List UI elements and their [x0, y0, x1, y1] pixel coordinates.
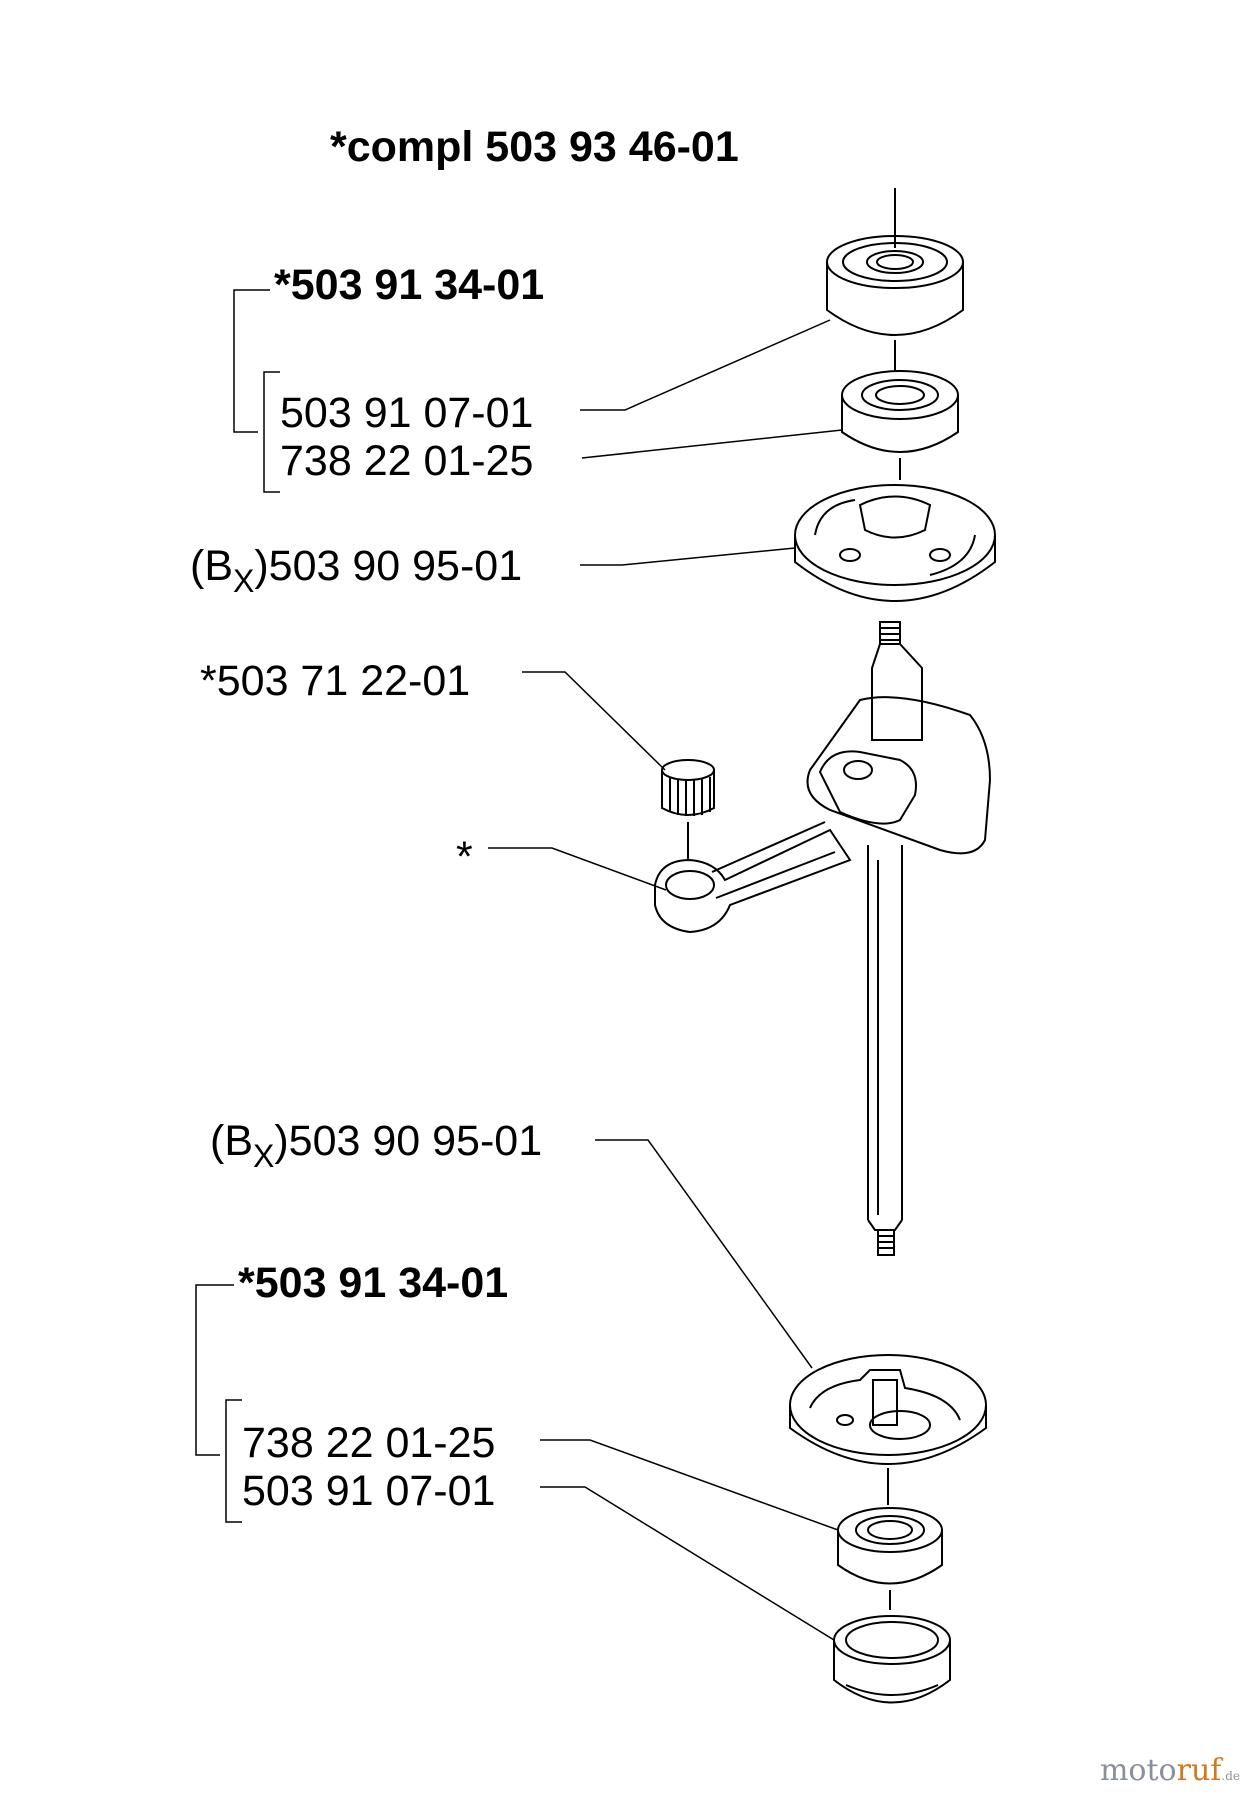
lower-kit-bracket	[195, 1284, 234, 1456]
connecting-rod	[654, 821, 852, 934]
upper-bearing-number: 503 91 07-01	[280, 389, 534, 437]
assembly-title: *compl 503 93 46-01	[330, 123, 739, 171]
watermark-logo: motoruf.de	[1099, 1753, 1240, 1788]
upper-kit-bracket	[233, 289, 270, 433]
needle-bearing	[661, 759, 715, 816]
upper-outer-bearing	[826, 235, 964, 336]
lower-items-bracket	[225, 1399, 242, 1523]
lower-inner-bearing	[837, 1507, 943, 1585]
upper-inner-bearing	[841, 370, 959, 453]
upper-crank-cover	[794, 484, 996, 602]
needle-bearing-number: *503 71 22-01	[200, 657, 471, 705]
lower-bearing-number: 503 91 07-01	[242, 1467, 496, 1515]
upper-kit-number: *503 91 34-01	[274, 261, 545, 309]
leader-lines	[195, 289, 843, 1641]
lower-crank-cover	[789, 1354, 987, 1465]
connecting-rod-label: *	[456, 833, 473, 881]
upper-bearing-2-number: 738 22 01-25	[280, 437, 534, 485]
lower-cover-number: (BX)503 90 95-01	[210, 1117, 543, 1174]
upper-items-bracket	[263, 371, 280, 493]
lower-bearing-2-number: 738 22 01-25	[242, 1419, 496, 1467]
crankshaft	[806, 621, 992, 1256]
lower-kit-number: *503 91 34-01	[238, 1259, 509, 1307]
upper-cover-number: (BX)503 90 95-01	[190, 542, 523, 599]
lower-outer-bearing	[833, 1615, 951, 1704]
